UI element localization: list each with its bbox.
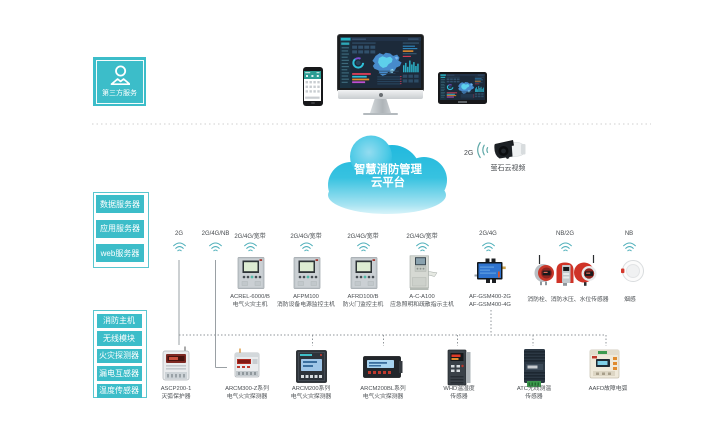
svg-text:智慧消防管理: 智慧消防管理 [353,162,422,176]
svg-text:云平台: 云平台 [371,175,405,189]
